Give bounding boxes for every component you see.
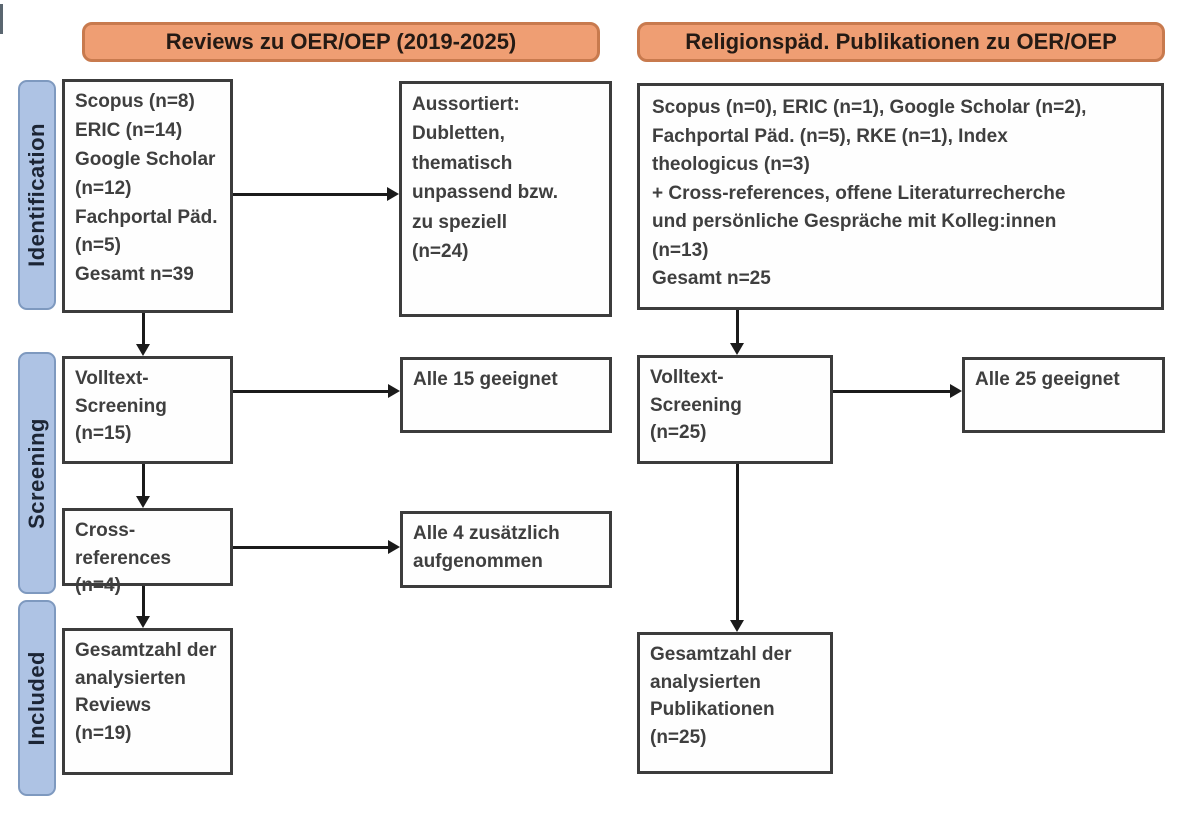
stage-tab-screening-label: Screening (24, 417, 49, 529)
box-left-added: Alle 4 zusätzlich aufgenommen (400, 511, 612, 588)
column-header-religionspaed: Religionspäd. Publikationen zu OER/OEP (637, 22, 1165, 62)
box-right-sources: Scopus (n=0), ERIC (n=1), Google Scholar… (637, 83, 1164, 310)
edge-artifact (0, 4, 3, 34)
box-left-excluded: Aussortiert: Dubletten, thematisch unpas… (399, 81, 612, 317)
column-header-religionspaed-label: Religionspäd. Publikationen zu OER/OEP (685, 29, 1117, 54)
box-right-eligible: Alle 25 geeignet (962, 357, 1165, 433)
stage-tab-identification-label: Identification (24, 123, 49, 267)
box-right-fulltext-screening: Volltext- Screening (n=25) (637, 355, 833, 464)
column-header-reviews: Reviews zu OER/OEP (2019-2025) (82, 22, 600, 62)
box-left-fulltext-screening: Volltext- Screening (n=15) (62, 356, 233, 464)
box-left-crossref: Cross-references (n=4) (62, 508, 233, 596)
column-header-reviews-label: Reviews zu OER/OEP (2019-2025) (165, 29, 517, 54)
stage-tab-included: Included (18, 600, 56, 796)
box-left-eligible: Alle 15 geeignet (400, 357, 612, 433)
box-left-included-total: Gesamtzahl der analysierten Reviews (n=1… (62, 628, 233, 775)
stage-tab-identification: Identification (18, 80, 56, 310)
box-left-sources: Scopus (n=8) ERIC (n=14) Google Scholar … (62, 79, 233, 313)
box-right-included-total: Gesamtzahl der analysierten Publikatione… (637, 632, 833, 774)
stage-tab-included-label: Included (24, 650, 49, 746)
stage-tab-screening: Screening (18, 352, 56, 594)
